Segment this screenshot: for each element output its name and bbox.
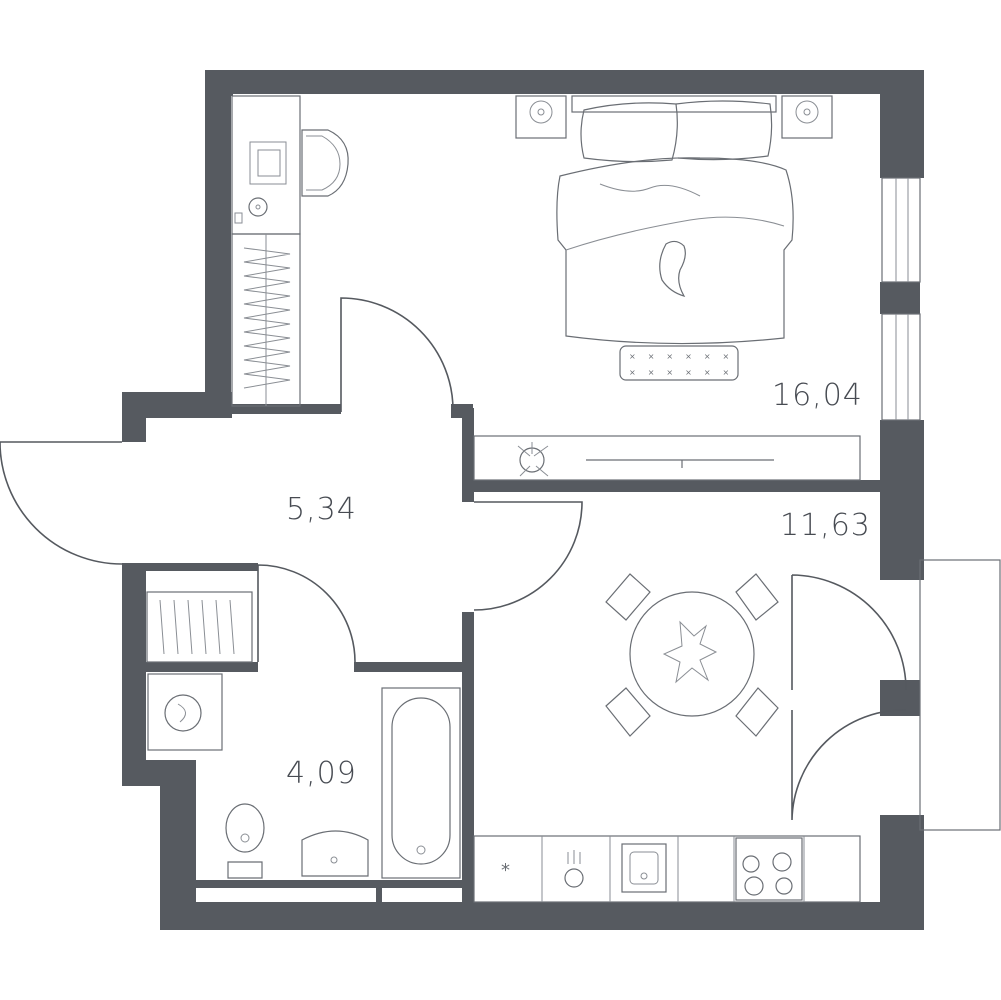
room-area-kitchen: 11,63 (780, 508, 871, 543)
wardrobe-icon (231, 233, 301, 407)
kitchen-counter (473, 835, 861, 903)
rug-icon: ×××××× ×××××× (619, 345, 741, 381)
room-area-bedroom: 16,04 (772, 378, 863, 413)
lamp-icon (234, 197, 268, 224)
fridge-icon: * (501, 860, 510, 881)
svg-text:××××××: ×××××× (629, 352, 741, 361)
svg-text:*: * (501, 860, 510, 881)
cat-icon (659, 240, 686, 297)
plant-icon (517, 442, 549, 477)
walls (122, 70, 924, 930)
dining-table-icon (629, 591, 755, 717)
toilet-icon (225, 803, 265, 879)
bathtub-icon (381, 687, 461, 879)
washing-machine-icon (147, 673, 223, 751)
dining-chair-icon (605, 573, 779, 737)
room-area-bathroom: 4,09 (286, 756, 357, 791)
sink-icon (621, 843, 667, 893)
chair-icon (301, 129, 349, 197)
nightstand-icon (515, 95, 833, 139)
washbasin-icon (301, 830, 369, 877)
door-icon (0, 297, 907, 821)
tv-stand-icon (473, 435, 861, 481)
wardrobe-icon (146, 591, 253, 663)
window-icon (881, 177, 1001, 831)
room-area-hall: 5,34 (286, 492, 357, 527)
bed-icon (556, 95, 794, 345)
pillow-icon (580, 100, 773, 163)
sink-icon (564, 850, 584, 888)
stove-icon (735, 837, 803, 901)
svg-text:××××××: ×××××× (629, 368, 741, 377)
